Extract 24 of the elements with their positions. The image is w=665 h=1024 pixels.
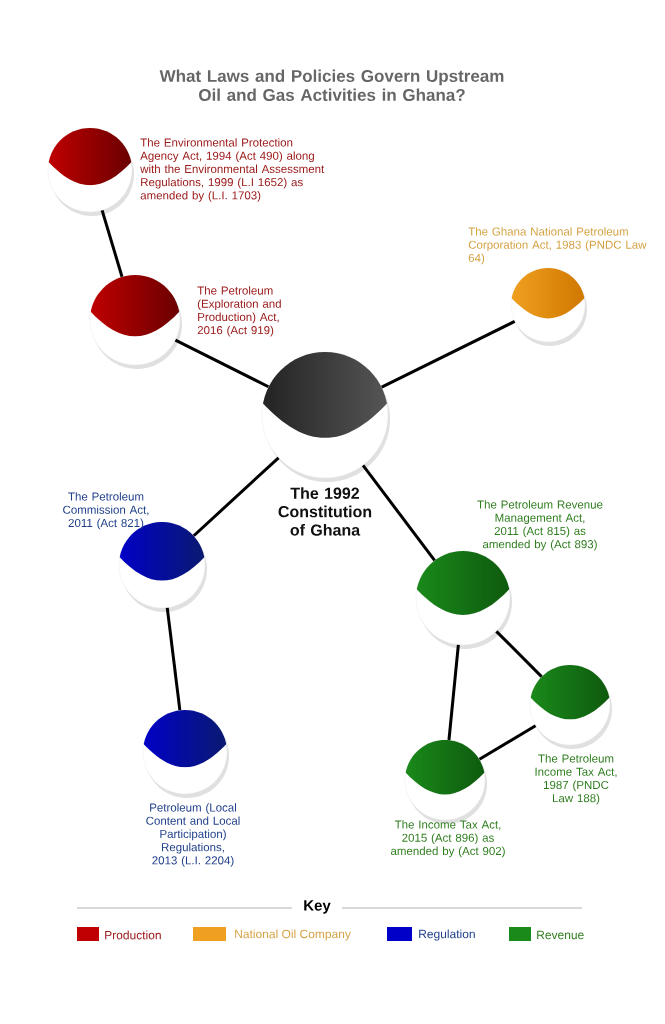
title: What Laws and Policies Govern Upstream Oil and Gas Activities in Ghana? xyxy=(159,69,504,101)
node-label: The Ghana National Petroleum Corporation Act, 1983 (PNDC Law 64) xyxy=(468,227,647,265)
legend-label: Regulation xyxy=(419,929,475,941)
legend-label: Production xyxy=(105,930,161,940)
connector-line xyxy=(381,320,516,389)
connector-line xyxy=(447,644,460,741)
legend-label: National Oil Company xyxy=(235,929,351,941)
connector-line xyxy=(192,456,280,537)
node-label: The Petroleum Revenue Management Act, 2011 (Act 815) as amended by (Act 893) xyxy=(477,500,603,551)
node-label: The Environmental Protection Agency Act, 1994 (Act 490) along with the Environmental Assessment Regulations, 1999 (L.I 1652) as amended by (L.I. 1703) xyxy=(140,138,325,202)
connector-line xyxy=(478,724,537,761)
node-label: The Petroleum Commission Act, 2011 (Act 821) xyxy=(63,492,149,530)
connector-line xyxy=(100,209,124,278)
node-label: The Income Tax Act, 2015 (Act 896) as amended by (Act 902) xyxy=(390,820,505,858)
connector-line xyxy=(361,464,436,562)
node-label: The 1992 Constitution of Ghana xyxy=(278,487,372,536)
connector-line xyxy=(174,338,270,389)
connector-line xyxy=(165,607,182,711)
legend-label: Revenue xyxy=(537,930,584,940)
node-label: The Petroleum Income Tax Act, 1987 (PNDC Law 188) xyxy=(535,754,617,805)
node-label: The Petroleum (Exploration and Production) Act, 2016 (Act 919) xyxy=(197,286,281,337)
connector-line xyxy=(495,630,543,678)
key-heading: Key xyxy=(304,900,331,914)
node-label: Petroleum (Local Content and Local Participation) Regulations, 2013 (L.I. 2204) xyxy=(146,803,240,867)
